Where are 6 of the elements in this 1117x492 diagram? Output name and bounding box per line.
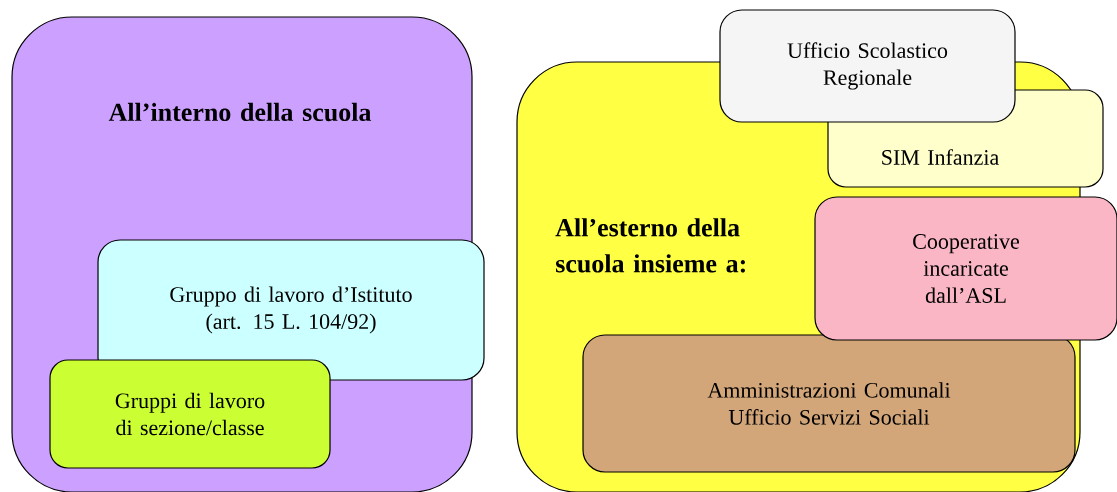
group-heading: All’esterno della scuola insieme a: — [555, 218, 745, 273]
text-box: Gruppi di lavoro di sezione/classe — [49, 359, 331, 469]
text-box: Cooperative incaricate dall’ASL — [814, 196, 1117, 341]
text-box: Ufficio Scolastico Regionale — [719, 9, 1016, 123]
text-box: Amministrazioni Comunali Ufficio Servizi Sociali — [582, 334, 1076, 473]
group-heading: All’interno della scuola — [108, 102, 372, 122]
